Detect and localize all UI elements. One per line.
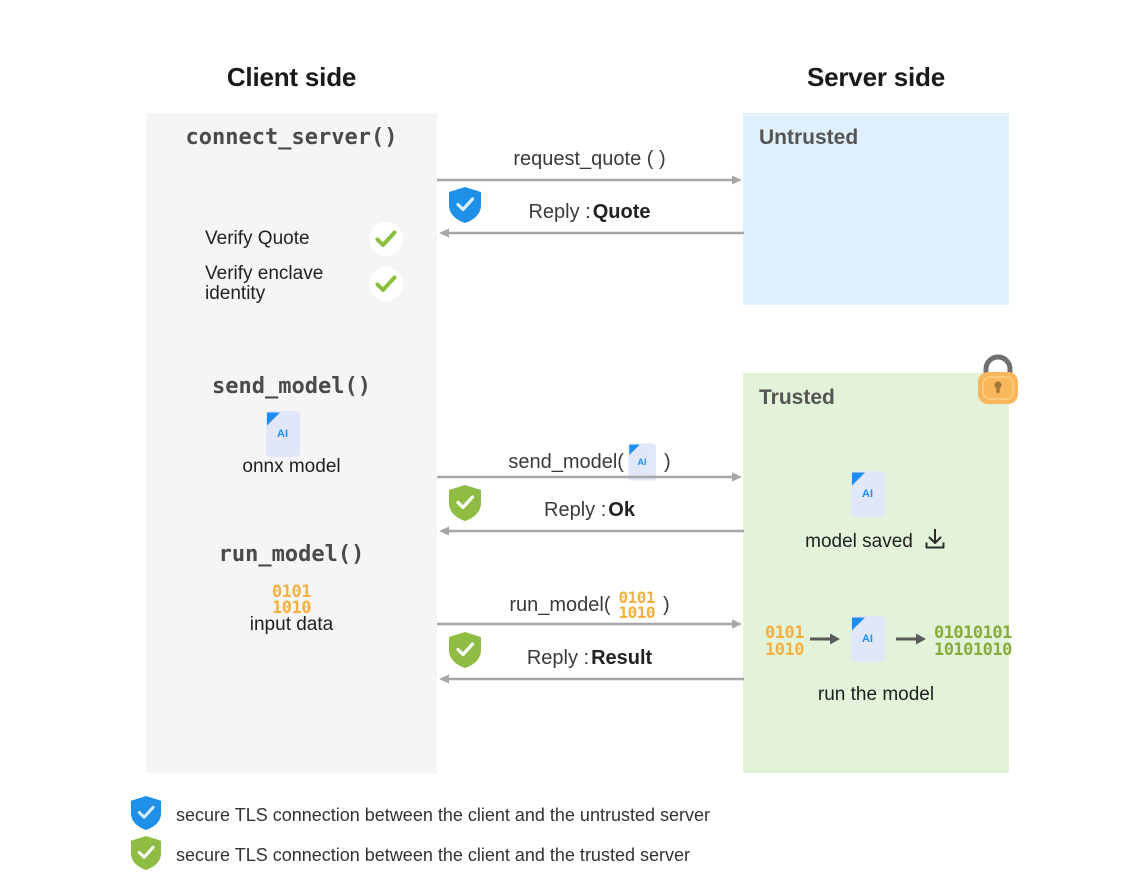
- check-icon: [369, 222, 403, 256]
- reply-prefix: Reply :: [526, 647, 590, 669]
- run-output-binary-icon: 01010101 10101010: [933, 623, 1012, 660]
- input-data-caption: input data: [249, 614, 334, 635]
- arrow-reply-ok: [439, 526, 744, 536]
- send-model-suffix: ): [663, 450, 671, 473]
- fn-run-model: run_model(): [218, 542, 365, 567]
- untrusted-server-panel: Untrusted: [743, 113, 1009, 305]
- run-output-binary-line-2: 10101010: [933, 639, 1012, 660]
- untrusted-label: Untrusted: [759, 126, 859, 149]
- arrow-reply-quote: [439, 228, 744, 238]
- run-model-suffix: ): [663, 593, 670, 616]
- download-icon: [923, 527, 947, 556]
- ai-badge-label: AI: [862, 488, 873, 500]
- run-the-model-caption: run the model: [817, 684, 935, 705]
- check-icon: [369, 267, 403, 301]
- run-input-binary-line-1: 0101: [765, 623, 804, 644]
- shield-green-icon: [130, 835, 162, 876]
- reply-prefix: Reply :: [528, 201, 591, 223]
- saved-model-file-icon: AI: [848, 471, 890, 522]
- onnx-model-file-icon: AI: [263, 411, 305, 462]
- message-reply-result-label: Reply : Result: [437, 647, 742, 670]
- verify-enclave-identity-label: Verify enclave identity: [205, 263, 324, 304]
- reply-value: Result: [591, 647, 653, 669]
- reply-prefix: Reply :: [544, 499, 607, 521]
- legend-text-untrusted: secure TLS connection between the client…: [176, 805, 710, 825]
- trusted-server-panel: Trusted: [743, 373, 1009, 773]
- fn-send-model: send_model(): [212, 374, 371, 399]
- shield-blue-icon: [130, 795, 162, 836]
- legend-row-untrusted: secure TLS connection between the client…: [130, 795, 710, 836]
- shield-green-icon: [448, 484, 482, 527]
- message-reply-ok-label: Reply : Ok: [437, 499, 742, 522]
- send-model-arg-file-icon: AI: [626, 443, 662, 481]
- model-saved-row: model saved: [743, 527, 1009, 556]
- legend-row-trusted: secure TLS connection between the client…: [130, 835, 690, 876]
- ai-badge-label: AI: [277, 428, 288, 440]
- client-side-heading: Client side: [226, 62, 357, 92]
- trusted-label: Trusted: [759, 386, 835, 409]
- verify-enclave-identity-row: Verify enclave identity: [205, 264, 403, 304]
- reply-value: Ok: [608, 499, 635, 521]
- run-model-pipeline: 0101 1010 AI 01010101: [765, 616, 1012, 667]
- verify-quote-row: Verify Quote: [205, 222, 403, 256]
- ai-badge-label: AI: [637, 457, 647, 467]
- model-saved-caption: model saved: [805, 530, 913, 552]
- legend-text-trusted: secure TLS connection between the client…: [176, 845, 690, 865]
- server-side-heading: Server side: [806, 62, 945, 92]
- run-model-arg-binary-icon: 0101 1010: [618, 588, 656, 623]
- shield-green-icon: [448, 631, 482, 674]
- message-request-quote-label: request_quote ( ): [513, 148, 666, 170]
- arg-binary-line-1: 0101: [618, 588, 656, 607]
- run-input-binary-icon: 0101 1010: [765, 623, 804, 660]
- arg-binary-line-2: 1010: [618, 603, 656, 623]
- fn-connect-server: connect_server(): [185, 125, 398, 150]
- message-send-model-label: send_model( AI ): [437, 443, 742, 481]
- arrow-request-quote: [437, 175, 742, 185]
- ai-badge-label: AI: [861, 633, 873, 645]
- run-input-binary-line-2: 1010: [765, 639, 804, 660]
- input-binary-line-1: 0101: [272, 582, 311, 602]
- shield-blue-icon: [448, 186, 482, 229]
- pipeline-arrow-right-icon: [809, 632, 842, 651]
- input-binary-line-2: 1010: [272, 598, 311, 619]
- lock-icon: [973, 352, 1023, 409]
- verify-quote-label: Verify Quote: [205, 228, 310, 249]
- arrow-reply-result: [439, 674, 744, 684]
- reply-value: Quote: [592, 201, 651, 223]
- run-output-binary-line-1: 01010101: [933, 623, 1012, 644]
- onnx-model-caption: onnx model: [242, 456, 341, 477]
- arrow-send-model: [437, 472, 742, 482]
- message-run-model-label: run_model( 0101 1010 ): [437, 588, 742, 623]
- pipeline-arrow-right-icon: [895, 632, 928, 651]
- arrow-run-model: [437, 619, 742, 629]
- message-reply-quote-label: Reply : Quote: [437, 201, 742, 224]
- input-data-binary-icon: 0101 1010: [146, 582, 437, 619]
- run-model-file-icon: AI: [848, 616, 890, 667]
- run-model-prefix: run_model(: [509, 593, 611, 616]
- send-model-prefix: send_model(: [508, 450, 624, 473]
